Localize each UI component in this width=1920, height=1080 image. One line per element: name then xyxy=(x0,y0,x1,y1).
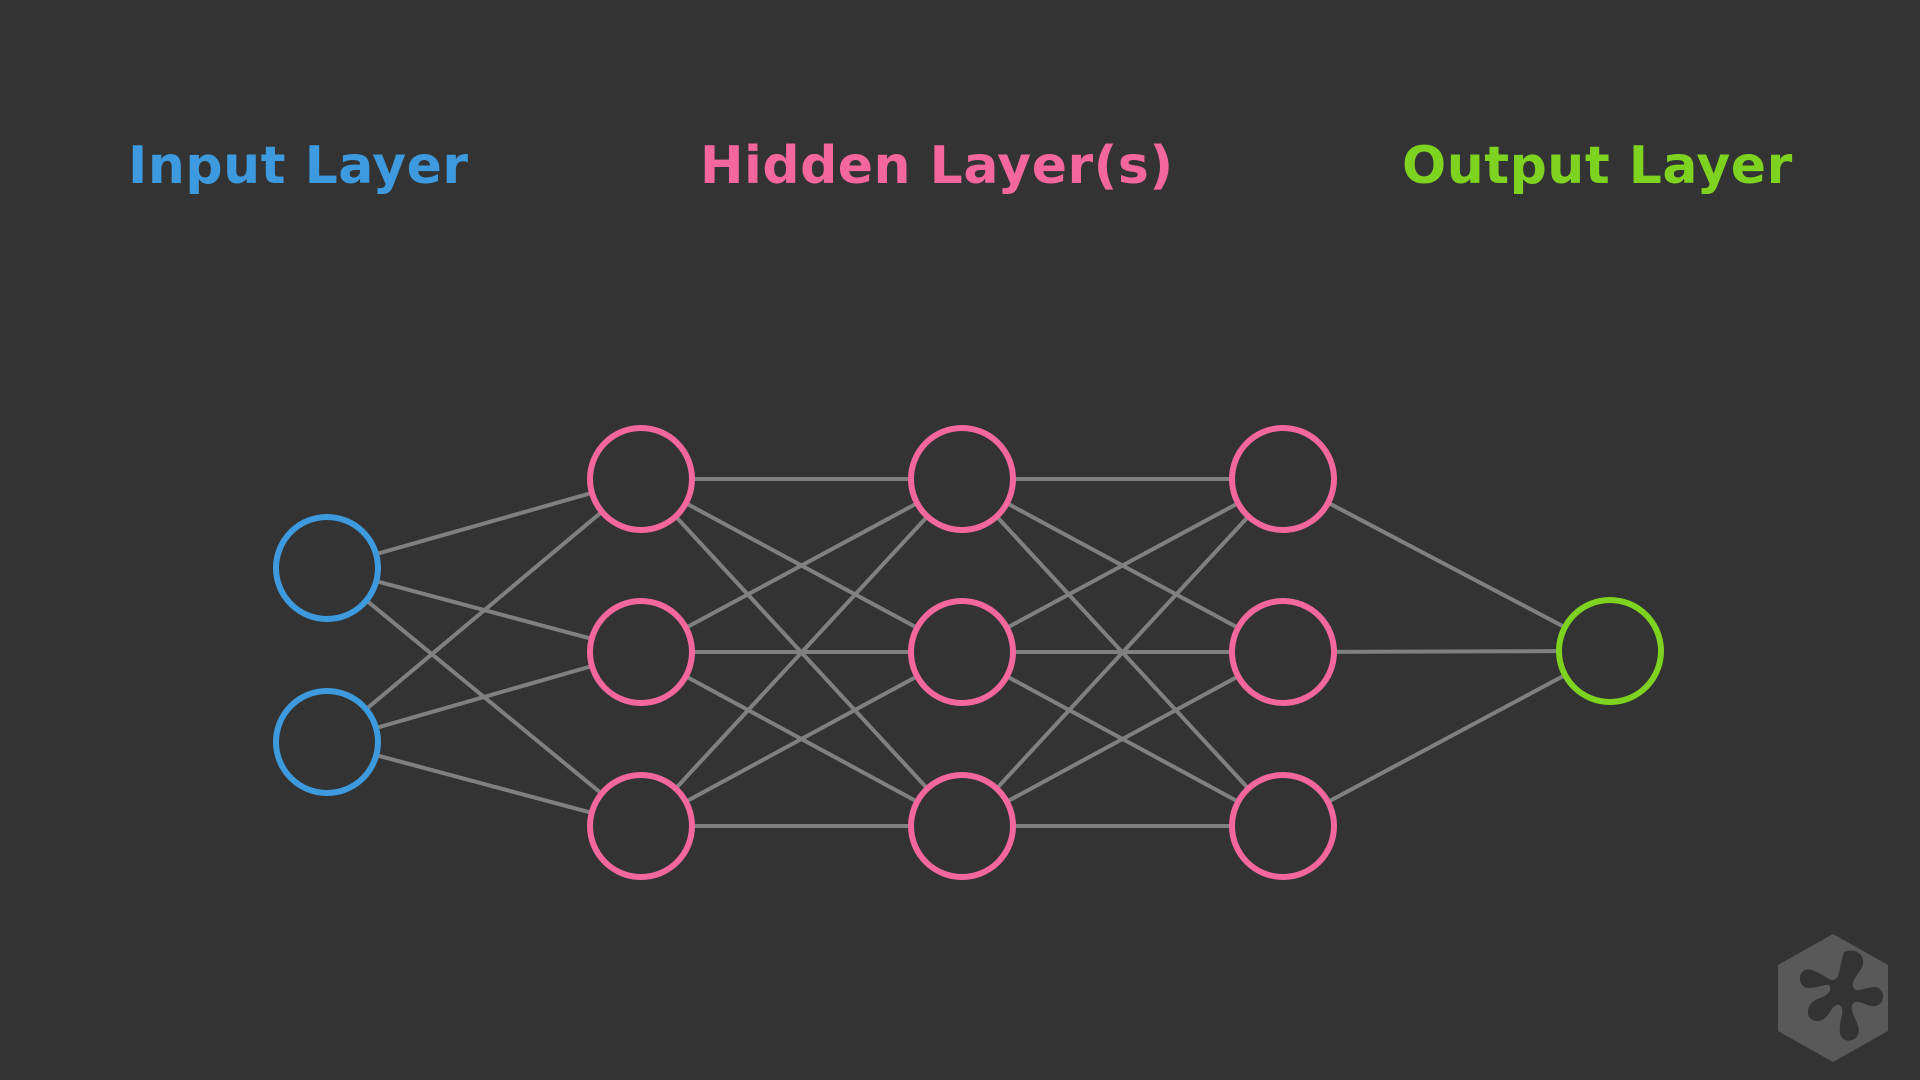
watermark-logo xyxy=(1778,934,1888,1062)
hidden-layer-label: Hidden Layer(s) xyxy=(700,136,1174,196)
neuron-node-hidden xyxy=(587,772,695,880)
neuron-node-output xyxy=(1556,597,1664,705)
output-layer-label: Output Layer xyxy=(1402,136,1793,196)
neuron-node-hidden xyxy=(908,772,1016,880)
neuron-glyph-icon xyxy=(1799,950,1884,1041)
connection-edge xyxy=(1328,502,1565,628)
connection-edge xyxy=(996,516,1249,789)
neuron-node-hidden xyxy=(908,425,1016,533)
connection-edge xyxy=(1007,502,1238,629)
neuron-node-hidden xyxy=(1229,598,1337,706)
connection-edge xyxy=(1007,675,1238,803)
connection-edge xyxy=(675,516,928,789)
neuron-node-input xyxy=(273,688,381,796)
neuron-node-hidden xyxy=(908,598,1016,706)
connection-edge xyxy=(1328,674,1565,803)
neuron-node-hidden xyxy=(587,598,695,706)
nodes-group xyxy=(273,425,1664,880)
connection-edge xyxy=(376,664,592,730)
connection-edge xyxy=(686,675,917,803)
connections-group xyxy=(366,477,1565,828)
connection-edge xyxy=(1335,649,1558,654)
neuron-node-hidden xyxy=(587,425,695,533)
neuron-node-hidden xyxy=(1229,425,1337,533)
input-layer-label: Input Layer xyxy=(128,136,469,196)
neuron-node-input xyxy=(273,514,381,622)
connection-edge xyxy=(376,491,592,556)
connection-edge xyxy=(366,511,602,710)
neuron-node-hidden xyxy=(1229,772,1337,880)
connection-edge xyxy=(686,502,917,629)
connection-edge xyxy=(377,753,591,815)
